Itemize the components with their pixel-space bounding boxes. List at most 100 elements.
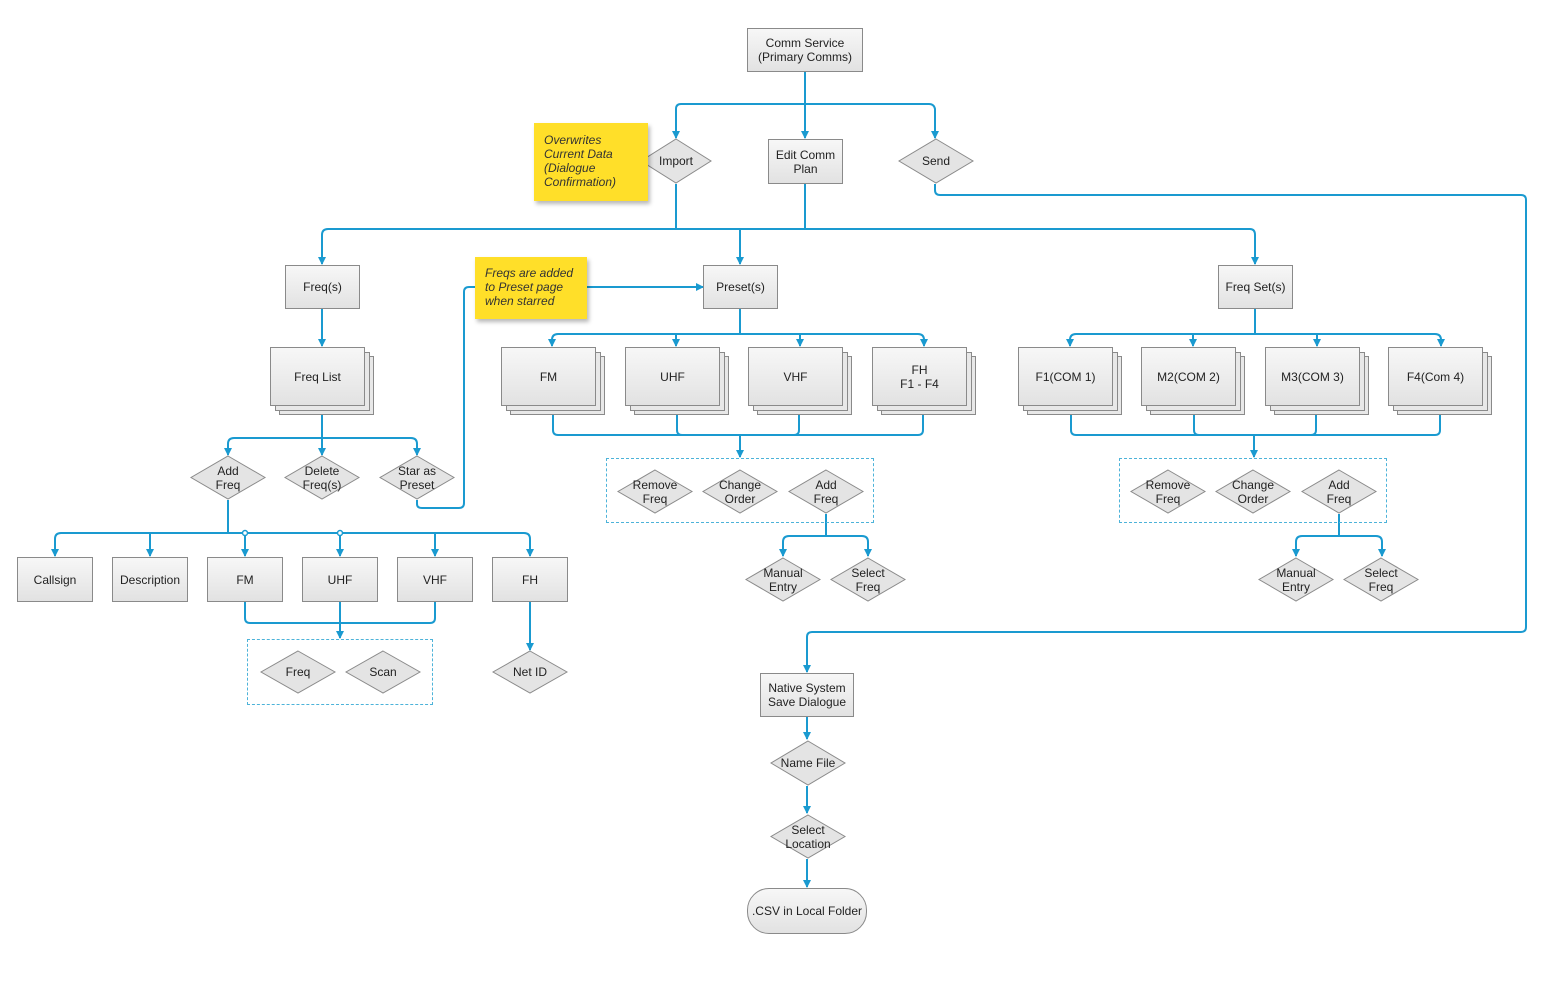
connector-to-set-select [1375,535,1386,557]
preset-manual-entry-decision: Manual Entry [745,557,821,602]
vhf-box: VHF [397,557,473,602]
connector-to-add-freq [224,437,235,456]
set-remove-freq-decision: Remove Freq [1130,469,1206,514]
add-freq-label: Add Freq [215,463,241,492]
connector-to-send [928,103,939,139]
set-add-freq-label: Add Freq [1326,477,1352,506]
set-m3-stack: M3(COM 3) [1265,347,1369,415]
preset-fm-stack: FM [501,347,605,415]
net-id-label: Net ID [512,665,547,679]
select-location-label: Select Location [785,822,831,851]
preset-uhf-stack: UHF [625,347,729,415]
native-save-dialogue-box: Native System Save Dialogue [760,673,854,717]
set-select-freq-label: Select Freq [1364,565,1398,594]
freq-list-stack: Freq List [270,347,374,415]
preset-manual-entry-label: Manual Entry [763,565,803,594]
preset-fh-box: FH F1 - F4 [872,347,967,406]
set-add-freq-decision: Add Freq [1301,469,1377,514]
freqs-box: Freq(s) [285,265,360,309]
add-freq-decision: Add Freq [190,455,266,500]
set-change-order-label: Change Order [1231,477,1275,506]
freq-set-actions-group [1119,458,1387,523]
uhf-box: UHF [302,557,378,602]
connector-to-set-f4 [1434,333,1445,347]
set-manual-entry-label: Manual Entry [1276,565,1316,594]
set-manual-entry-decision: Manual Entry [1258,557,1334,602]
preset-remove-freq-label: Remove Freq [632,477,678,506]
preset-fm-box: FM [501,347,596,406]
freqs-added-note: Freqs are added to Preset page when star… [475,257,587,319]
modulation-options-group [247,639,433,705]
preset-add-freq-label: Add Freq [813,477,839,506]
preset-remove-freq-decision: Remove Freq [617,469,693,514]
set-remove-freq-label: Remove Freq [1145,477,1191,506]
freq-label: Freq [285,665,311,679]
connector-send-to-save [803,184,1527,673]
set-select-freq-decision: Select Freq [1343,557,1419,602]
set-m3-box: M3(COM 3) [1265,347,1360,406]
preset-select-freq-label: Select Freq [851,565,885,594]
set-f1-box: F1(COM 1) [1018,347,1113,406]
preset-change-order-label: Change Order [718,477,762,506]
connector-preset-merge [552,415,924,457]
line-jump-marker [241,529,249,537]
connector-to-preset-manual [779,535,790,557]
preset-change-order-decision: Change Order [702,469,778,514]
csv-local-folder-terminal: .CSV in Local Folder [747,888,867,934]
connector-to-callsign [51,532,62,557]
scan-label: Scan [369,665,397,679]
preset-fh-stack: FH F1 - F4 [872,347,976,415]
connector-to-import [676,103,929,138]
net-id-decision: Net ID [492,650,568,694]
connector-modulation-merge [244,602,436,638]
overwrites-note: Overwrites Current Data (Dialogue Confir… [534,123,648,201]
set-change-order-decision: Change Order [1215,469,1291,514]
callsign-box: Callsign [17,557,93,602]
name-file-decision: Name File [770,740,846,786]
edit-comm-plan-box: Edit Comm Plan [768,139,843,184]
set-f4-box: F4(Com 4) [1388,347,1483,406]
connector-to-fh [523,532,534,557]
set-f4-stack: F4(Com 4) [1388,347,1492,415]
connector-to-freqs [318,228,329,265]
connector-to-set-f1 [1066,333,1077,347]
connector-to-freq-sets [1249,228,1259,265]
line-jump-marker [336,529,344,537]
fm-box: FM [207,557,283,602]
scan-decision: Scan [345,650,421,694]
presets-box: Preset(s) [703,265,778,309]
star-as-preset-decision: Star as Preset [379,455,455,500]
set-f1-stack: F1(COM 1) [1018,347,1122,415]
connector-to-preset-select [861,535,872,557]
send-label: Send [921,154,951,168]
fh-box: FH [492,557,568,602]
set-m2-box: M2(COM 2) [1141,347,1236,406]
freq-sets-box: Freq Set(s) [1218,265,1293,309]
connector-to-star [410,437,421,456]
import-decision: Import [640,138,712,184]
set-m2-stack: M2(COM 2) [1141,347,1245,415]
preset-uhf-box: UHF [625,347,720,406]
delete-freqs-decision: Delete Freq(s) [284,455,360,500]
comm-service-box: Comm Service (Primary Comms) [747,28,863,72]
preset-vhf-box: VHF [748,347,843,406]
import-label: Import [658,154,693,168]
preset-select-freq-decision: Select Freq [830,557,906,602]
select-location-decision: Select Location [770,814,846,859]
name-file-label: Name File [780,756,836,770]
description-box: Description [112,557,188,602]
preset-actions-group [606,458,874,523]
preset-add-freq-decision: Add Freq [788,469,864,514]
freq-decision: Freq [260,650,336,694]
connector-star-to-presets [416,283,704,509]
star-as-preset-label: Star as Preset [397,463,436,492]
preset-vhf-stack: VHF [748,347,852,415]
connector-to-preset-fh [917,333,928,347]
connector-set-merge [1070,415,1441,457]
send-decision: Send [898,138,974,184]
connector-to-set-manual [1292,535,1303,557]
delete-freqs-label: Delete Freq(s) [302,463,342,492]
freq-list-box: Freq List [270,347,365,406]
